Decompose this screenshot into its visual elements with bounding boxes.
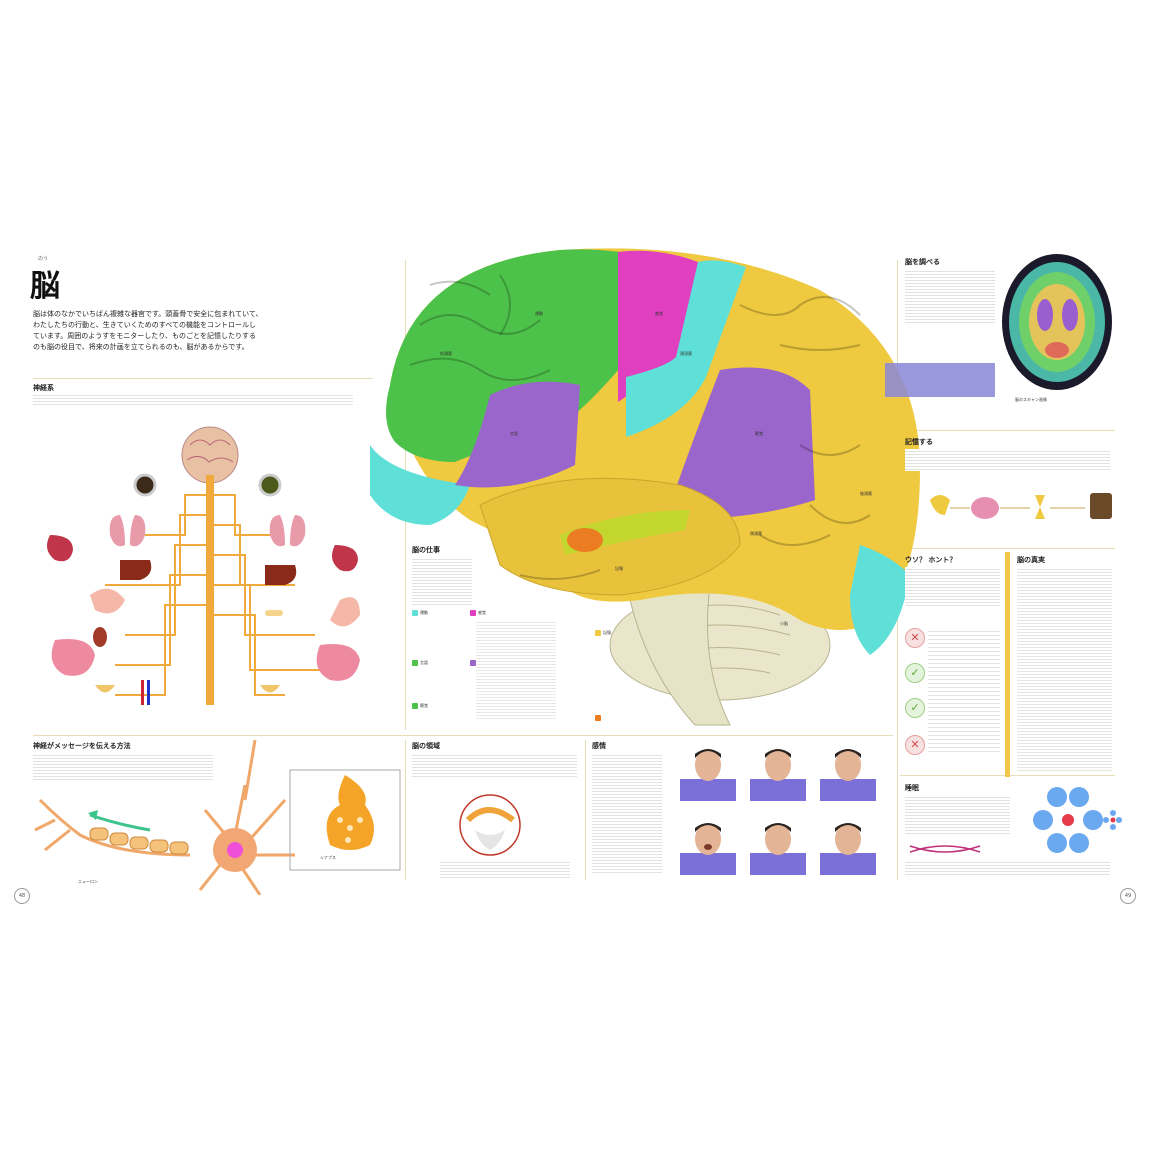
legend-language: 言語 — [420, 660, 428, 665]
section-examine: 脳を調べる — [905, 258, 940, 266]
section-nervous: 神経系 — [33, 384, 54, 392]
legend-bullet-vision — [470, 660, 476, 666]
legend-sense: 感覚 — [478, 610, 486, 615]
nervous-system-diagram — [46, 426, 360, 705]
page-title: 脳 — [30, 269, 60, 304]
book-spread: のう 脳 脳は体のなかでいちばん複雑な器官です。頭蓋骨で安全に包まれていて、 わ… — [0, 245, 1150, 915]
territory-text — [412, 753, 577, 778]
mri-caption: 脳のスキャン画像 — [1015, 397, 1047, 402]
face-photo-6 — [816, 815, 880, 875]
intro-text: 脳は体のなかでいちばん複雑な器官です。頭蓋骨で安全に包まれていて、 わたしたちの… — [33, 309, 383, 353]
svg-text:感覚: 感覚 — [655, 310, 663, 316]
svg-text:言語: 言語 — [510, 430, 518, 436]
neuron-label: ニューロン — [78, 879, 98, 884]
svg-text:運動: 運動 — [535, 310, 543, 316]
page-title-ruby: のう — [38, 256, 49, 262]
svg-text:小脳: 小脳 — [780, 620, 788, 626]
memory-diagram — [930, 493, 1112, 519]
svg-text:頭頂葉: 頭頂葉 — [680, 350, 692, 356]
sleep-arrows — [909, 845, 981, 853]
svg-text:記憶: 記憶 — [615, 565, 623, 571]
brain-illustration: 前頭葉 運動 感覚 頭頂葉 言語 聴覚 後頭葉 側頭葉 記憶 小脳 — [370, 248, 920, 726]
mri-callout — [885, 363, 995, 397]
svg-text:側頭葉: 側頭葉 — [750, 530, 762, 536]
sleep-text-2 — [905, 860, 1110, 876]
intro-line: ています。周囲のようすをモニターしたり、ものごとを記憶したりする — [33, 332, 257, 340]
section-brain-facts: 脳の真実 — [1017, 556, 1045, 564]
legend-bullet-hearing — [412, 703, 418, 709]
face-photo-1 — [676, 741, 740, 801]
cross-icon: ✕ — [905, 628, 925, 648]
territory-text-2 — [440, 860, 570, 878]
section-memory: 記憶する — [905, 438, 933, 446]
neuron-diagram — [34, 740, 401, 895]
svg-text:聴覚: 聴覚 — [755, 430, 763, 436]
section-brain-work: 脳の仕事 — [412, 546, 440, 554]
legend-motor: 運動 — [420, 610, 428, 615]
legend-bullet-emotion — [595, 715, 601, 721]
territory-diagram — [459, 794, 521, 856]
true-false-text — [905, 567, 1000, 607]
legend-hearing: 聴覚 — [420, 703, 428, 708]
check-icon: ✓ — [905, 663, 925, 683]
face-photo-2 — [746, 741, 810, 801]
intro-line: 脳は体のなかでいちばん複雑な器官です。頭蓋骨で安全に包まれていて、 — [33, 310, 263, 318]
true-false-items — [928, 628, 1000, 753]
face-photo-4 — [676, 815, 740, 875]
nervous-text — [33, 393, 353, 405]
memory-text — [905, 449, 1110, 471]
face-photo-5 — [746, 815, 810, 875]
section-emotion: 感情 — [592, 742, 606, 750]
sleep-text — [905, 795, 1010, 835]
legend-bullet-memory — [595, 630, 601, 636]
brain-facts-bar — [1005, 552, 1010, 777]
cross-icon: ✕ — [905, 735, 925, 755]
svg-text:前頭葉: 前頭葉 — [440, 350, 452, 356]
cell-cluster-diagram — [1033, 787, 1122, 853]
section-true-false: ウソ？ ホント？ — [905, 556, 957, 564]
page-number-right: 49 — [1120, 888, 1136, 904]
legend-memory: 記憶 — [603, 630, 611, 635]
section-territory: 脳の領域 — [412, 742, 440, 750]
mri-scan-image — [1002, 254, 1112, 390]
svg-text:後頭葉: 後頭葉 — [860, 490, 872, 496]
face-photo-3 — [816, 741, 880, 801]
intro-line: のも脳の役目で、将来の計画を立てられるのも、脳があるからです。 — [33, 343, 249, 351]
check-icon: ✓ — [905, 698, 925, 718]
section-sleep: 睡眠 — [905, 784, 919, 792]
emotion-text — [592, 753, 662, 873]
legend-bullet-language — [412, 660, 418, 666]
section-message: 神経がメッセージを伝える方法 — [33, 742, 131, 750]
intro-line: わたしたちの行動と、生きていくためのすべての機能をコントロールし — [33, 321, 256, 329]
page-number-left: 48 — [14, 888, 30, 904]
examine-text — [905, 269, 995, 324]
brain-facts-text — [1017, 567, 1112, 772]
synapse-label: シナプス — [320, 855, 336, 860]
legend-bullet-motor — [412, 610, 418, 616]
brain-work-text — [412, 557, 472, 607]
brain-work-text-2 — [476, 620, 556, 720]
legend-bullet-sense — [470, 610, 476, 616]
message-text — [33, 753, 213, 781]
